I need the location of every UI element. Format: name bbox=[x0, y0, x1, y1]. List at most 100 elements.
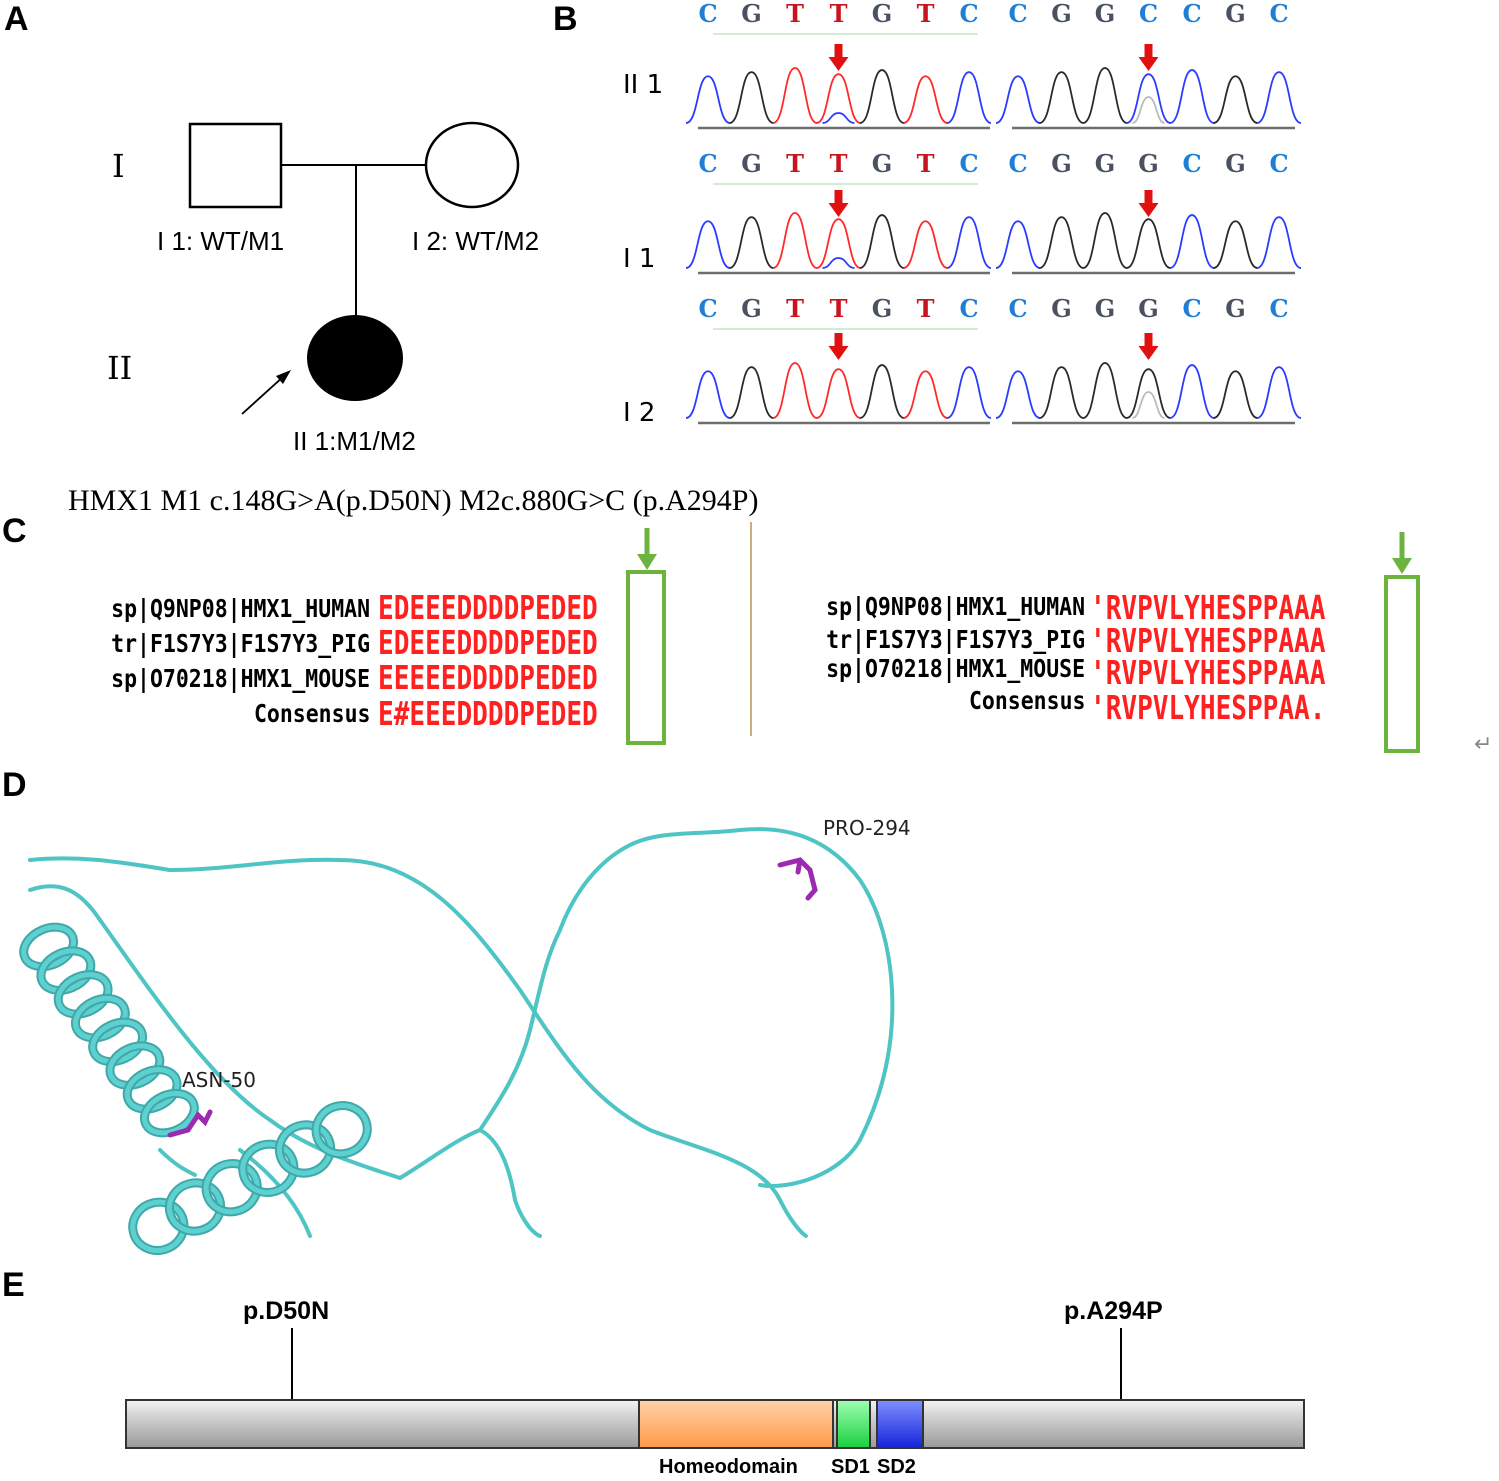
base-call: T bbox=[786, 294, 804, 323]
base-call: C bbox=[1269, 294, 1288, 323]
highlight-box-left bbox=[626, 570, 666, 745]
alignment-left-name-2: tr|F1S7Y3|F1S7Y3_PIG bbox=[111, 629, 370, 658]
helix-turn-highlight bbox=[276, 1122, 334, 1176]
chromatogram-peak bbox=[772, 212, 818, 269]
helix-2 bbox=[128, 1101, 372, 1255]
generation-label-2: II bbox=[107, 349, 133, 387]
base-call: G bbox=[741, 149, 762, 178]
chromatogram-peak bbox=[729, 71, 774, 124]
chromatogram-peak bbox=[1126, 368, 1171, 419]
base-call: T bbox=[830, 0, 848, 28]
sd1-box bbox=[836, 1399, 871, 1449]
homeodomain-box bbox=[638, 1399, 834, 1449]
site-label-d50n: p.D50N bbox=[243, 1297, 330, 1325]
alignment-left-seq-2: EDEEEDDDDPEDED bbox=[378, 623, 598, 662]
base-call: G bbox=[872, 0, 893, 28]
chromatogram-peak bbox=[1213, 75, 1258, 124]
base-call: G bbox=[1051, 0, 1072, 28]
chromatogram-peak bbox=[1256, 216, 1302, 269]
panel-label-b: B bbox=[553, 0, 578, 38]
alignment-right-seq-2: 'RVPVLYHESPPAAA bbox=[1090, 621, 1326, 660]
chromatogram-peak bbox=[995, 220, 1041, 269]
helix-turn-highlight bbox=[141, 1090, 197, 1136]
base-call: C bbox=[959, 149, 978, 178]
father-genotype: I 1: WT/M1 bbox=[157, 226, 285, 256]
chromatogram-peak bbox=[859, 214, 905, 269]
structure-label-asn50: ASN-50 bbox=[182, 1068, 257, 1092]
site-label-a294p: p.A294P bbox=[1064, 1297, 1163, 1325]
base-call: T bbox=[786, 0, 804, 28]
seq-row-label-2: I 1 bbox=[623, 244, 656, 274]
alignment-right-seq-3: 'RVPVLYHESPPAAA bbox=[1090, 653, 1326, 692]
base-call: T bbox=[786, 149, 804, 178]
helix-turn-highlight bbox=[107, 1043, 163, 1088]
chromatogram-secondary-peak bbox=[1132, 96, 1165, 124]
chromatogram-peak bbox=[859, 364, 905, 419]
mutation-title: HMX1 M1 c.148G>A(p.D50N) M2c.880G>C (p.A… bbox=[68, 484, 759, 517]
chromatogram-peak bbox=[1082, 212, 1128, 269]
chromatogram-peak bbox=[772, 362, 818, 419]
chromatogram-peak bbox=[1256, 71, 1302, 124]
chromatogram-peak bbox=[685, 370, 731, 419]
helix-turn-highlight bbox=[90, 1019, 146, 1065]
generation-label-1: I bbox=[112, 147, 125, 185]
mutation-arrow-head bbox=[1138, 57, 1159, 71]
return-glyph: ↵ bbox=[1474, 732, 1493, 757]
chromatogram-peak bbox=[946, 366, 992, 419]
base-call: C bbox=[1269, 0, 1288, 28]
base-call: G bbox=[1051, 294, 1072, 323]
base-call: T bbox=[830, 294, 848, 323]
highlight-box-right bbox=[1384, 575, 1420, 753]
base-call: G bbox=[1095, 294, 1116, 323]
alignment-left-seq-3: EEEEEDDDDPEDED bbox=[378, 658, 598, 697]
base-call: G bbox=[741, 294, 762, 323]
coil-path-5 bbox=[158, 1148, 197, 1177]
base-call: C bbox=[959, 294, 978, 323]
base-call: C bbox=[1182, 0, 1201, 28]
alignment-right-name-2: tr|F1S7Y3|F1S7Y3_PIG bbox=[826, 625, 1085, 654]
chromatogram-peak bbox=[946, 71, 992, 124]
chromatogram-peak bbox=[1169, 69, 1215, 124]
chromatogram-peak bbox=[1256, 366, 1302, 419]
pedigree-drawing bbox=[188, 121, 520, 415]
helix-turn-highlight bbox=[55, 972, 111, 1017]
base-call: C bbox=[1182, 294, 1201, 323]
chromatogram-peak bbox=[903, 220, 948, 269]
chromatogram-peak bbox=[995, 75, 1041, 124]
chromatogram-peak bbox=[816, 73, 861, 124]
seq-row-label-3: I 2 bbox=[623, 398, 656, 428]
base-call: T bbox=[917, 0, 935, 28]
alignment-right-seq-4: 'RVPVLYHESPPAA. bbox=[1090, 688, 1326, 727]
chromatogram-peak bbox=[685, 220, 731, 269]
chromatogram-peak bbox=[1169, 364, 1215, 419]
mutation-arrow-shaft bbox=[834, 333, 843, 347]
chromatogram-peak bbox=[903, 75, 948, 124]
chromatogram-secondary-peak bbox=[1132, 391, 1165, 419]
base-call: C bbox=[698, 294, 717, 323]
helix-turn-highlight bbox=[166, 1180, 224, 1234]
base-call: G bbox=[741, 0, 762, 28]
mutation-arrow-head bbox=[828, 57, 849, 71]
chromatogram-peak bbox=[1082, 362, 1128, 419]
alignment-right-name-3: sp|O70218|HMX1_MOUSE bbox=[826, 654, 1085, 683]
chromatogram-peak bbox=[859, 69, 905, 124]
base-call: C bbox=[698, 0, 717, 28]
coil-loop bbox=[478, 827, 895, 1188]
proband-genotype: II 1:M1/M2 bbox=[293, 426, 416, 456]
protein-structure bbox=[19, 827, 895, 1255]
helix-turn-highlight bbox=[240, 1141, 297, 1195]
coil-path-4 bbox=[238, 1148, 312, 1238]
proband-symbol bbox=[307, 315, 403, 401]
highlight-arrow-left-head bbox=[637, 554, 657, 570]
helix-turn-highlight bbox=[38, 948, 94, 993]
base-call: G bbox=[1051, 149, 1072, 178]
chromatogram-peak bbox=[1169, 214, 1215, 269]
base-call: T bbox=[917, 149, 935, 178]
mutation-arrow-head bbox=[828, 203, 849, 217]
base-call: C bbox=[1269, 149, 1288, 178]
base-call: G bbox=[1138, 294, 1159, 323]
sd2-box bbox=[876, 1399, 924, 1449]
alignment-right-name-1: sp|Q9NP08|HMX1_HUMAN bbox=[826, 592, 1085, 621]
